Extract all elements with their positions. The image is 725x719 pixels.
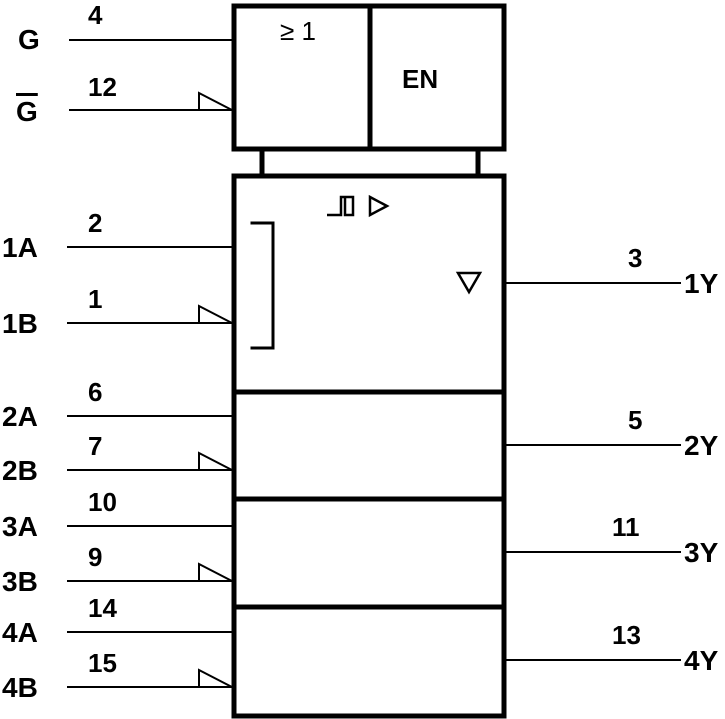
input-pin-1b: 1 [88, 284, 103, 314]
input-pin-2b: 7 [88, 431, 103, 461]
input-pin-1a: 2 [88, 208, 103, 238]
comparator-bracket [250, 221, 275, 350]
input-name-4b: 4B [2, 672, 38, 703]
input-name-3a: 3A [2, 511, 38, 542]
input-pin-4a: 14 [88, 593, 117, 623]
output-pin-3y: 11 [612, 512, 640, 542]
input-pin-3b: 9 [88, 542, 103, 572]
schmitt-trigger-icon [327, 195, 355, 217]
enable-label: EN [402, 64, 439, 94]
input-pin-4b: 15 [88, 648, 117, 678]
output-name-2y: 2Y [684, 430, 719, 461]
output-tristate-icon [455, 271, 483, 295]
buffer-icon [368, 194, 390, 218]
input-pin-3a: 10 [88, 487, 117, 517]
input-name-2a: 2A [2, 401, 38, 432]
input-name-1b: 1B [2, 308, 38, 339]
input-name-g-bar: G [16, 96, 38, 127]
input-pin-g-bar: 12 [88, 72, 117, 102]
output-pin-2y: 5 [628, 405, 643, 435]
output-name-3y: 3Y [684, 537, 719, 568]
output-name-4y: 4Y [684, 645, 719, 676]
active-low-flag-g-bar [198, 91, 234, 112]
output-pin-1y: 3 [628, 243, 643, 273]
output-name-1y: 1Y [684, 268, 719, 299]
active-low-flag-3b [198, 562, 234, 583]
input-name-1a: 1A [2, 232, 38, 263]
input-pin-2a: 6 [88, 377, 103, 407]
input-pin-g: 4 [88, 0, 103, 30]
or-symbol-label: ≥ 1 [280, 16, 316, 46]
active-low-flag-4b [198, 668, 234, 689]
input-name-g: G [18, 24, 40, 55]
active-low-flag-1b [198, 304, 234, 325]
output-pin-4y: 13 [612, 620, 641, 650]
active-low-flag-2b [198, 451, 234, 472]
input-name-4a: 4A [2, 617, 38, 648]
input-name-2b: 2B [2, 455, 38, 486]
input-name-3b: 3B [2, 566, 38, 597]
